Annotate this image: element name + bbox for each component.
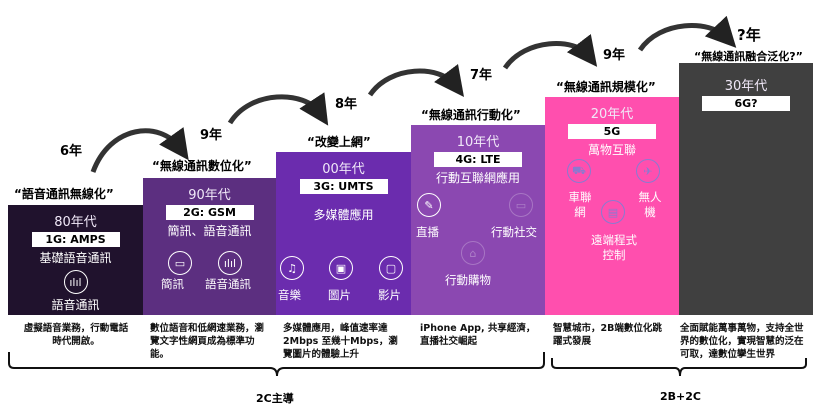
image-icon: ▣ bbox=[329, 256, 353, 280]
interval-1: 6年 bbox=[60, 144, 83, 159]
message-icon: ▭ bbox=[168, 251, 192, 275]
remote-control-icon: ▤ bbox=[601, 200, 625, 224]
voice-wave-icon: ılıl bbox=[63, 270, 88, 294]
era-label: 10年代 bbox=[456, 135, 500, 150]
voice-wave-icon: ılıl bbox=[218, 251, 242, 275]
era-label: 00年代 bbox=[322, 162, 365, 177]
icon-label: 語音通訊 bbox=[51, 298, 100, 312]
gen3-headline: “改變上網” bbox=[307, 135, 371, 149]
car-icon: ⛟ bbox=[567, 159, 591, 183]
gen1-headline: “語音通訊無線化” bbox=[14, 187, 114, 201]
era-label: 80年代 bbox=[54, 215, 97, 230]
icon-label: 直播 bbox=[416, 225, 439, 239]
interval-2: 9年 bbox=[200, 128, 223, 143]
gen-3g-card: 00年代 3G: UMTS 多媒體應用 ♫ ▣ ▢ 音樂 圖片 影片 bbox=[276, 152, 411, 315]
arrow-2 bbox=[227, 92, 329, 126]
icon-label: 影片 bbox=[378, 288, 401, 302]
arrow-3 bbox=[367, 63, 465, 97]
gen-5g-card: 20年代 5G 萬物互聯 ⛟ ✈ ▤ 車聯網 無人機 遠端程式控制 bbox=[545, 97, 679, 315]
gen-tag: 2G: GSM bbox=[165, 205, 254, 220]
gen6-headline: “無線通訊融合泛化?” bbox=[694, 50, 803, 63]
gen-subtitle: 萬物互聯 bbox=[587, 143, 636, 157]
brace-label-2b2c: 2B+2C bbox=[660, 390, 701, 403]
arrow-5 bbox=[637, 15, 737, 52]
gen-4g-card: 10年代 4G: LTE 行動互聯網應用 ✎ ▭ ⌂ 直播 行動社交 行動購物 bbox=[411, 125, 545, 315]
era-label: 20年代 bbox=[590, 107, 634, 122]
icon-label: 無人機 bbox=[638, 190, 662, 219]
brace-2b2c bbox=[551, 358, 807, 377]
icon-label: 音樂 bbox=[278, 288, 301, 302]
gen-2g-card: 90年代 2G: GSM 簡訊、語音通訊 ▭ ılıl 簡訊 語音通訊 bbox=[143, 178, 276, 315]
gen-subtitle: 多媒體應用 bbox=[313, 208, 374, 222]
arrow-4 bbox=[502, 33, 598, 70]
arrow-1 bbox=[90, 127, 189, 173]
gen2-description: 數位語音和低網速業務，瀏覽文字性網頁成為標準功能。 bbox=[150, 323, 265, 360]
brace-2c bbox=[8, 352, 545, 377]
brace-label-2c: 2C主導 bbox=[256, 392, 294, 405]
interval-3: 8年 bbox=[335, 97, 358, 112]
interval-4: 7年 bbox=[470, 68, 493, 83]
gen-tag: 6G? bbox=[702, 96, 790, 111]
plane-icon: ✈ bbox=[636, 159, 660, 183]
chat-icon: ▭ bbox=[509, 193, 533, 217]
gen-tag: 4G: LTE bbox=[434, 152, 522, 167]
gen-subtitle: 基礎語音通訊 bbox=[39, 251, 112, 265]
gen6-description: 全面賦能萬事萬物，支持全世界的數位化，實現智慧的泛在可取，達數位孿生世界 bbox=[680, 323, 804, 360]
interval-5: 9年 bbox=[603, 48, 626, 63]
shopping-bag-icon: ⌂ bbox=[461, 241, 485, 265]
gen-tag: 3G: UMTS bbox=[299, 179, 388, 194]
icon-label: 行動購物 bbox=[445, 273, 491, 287]
gen2-headline: “無線通訊數位化” bbox=[152, 159, 252, 173]
gen5-headline: “無線通訊規模化” bbox=[556, 80, 656, 94]
gen-subtitle: 行動互聯網應用 bbox=[435, 171, 520, 185]
gen-6g-card: 30年代 6G? bbox=[679, 63, 813, 315]
icon-label: 圖片 bbox=[328, 288, 351, 302]
gen-tag: 1G: AMPS bbox=[31, 232, 120, 247]
gen1-description: 虛擬語音業務，行動電話時代開啟。 bbox=[23, 323, 129, 347]
gen4-description: iPhone App, 共享經濟，直播社交崛起 bbox=[420, 323, 536, 347]
music-icon: ♫ bbox=[280, 256, 304, 280]
microphone-icon: ✎ bbox=[417, 193, 441, 217]
gen4-headline: “無線通訊行動化” bbox=[421, 108, 521, 122]
gen5-description: 智慧城市，2B端數位化跳躍式發展 bbox=[553, 323, 662, 347]
interval-6: ?年 bbox=[737, 26, 761, 44]
icon-label: 簡訊 bbox=[161, 277, 184, 291]
icon-label: 行動社交 bbox=[491, 225, 537, 239]
video-icon: ▢ bbox=[379, 256, 403, 280]
icon-label: 車聯網 bbox=[568, 190, 592, 219]
era-label: 30年代 bbox=[724, 79, 768, 94]
icon-label: 語音通訊 bbox=[205, 277, 251, 291]
gen3-description: 多媒體應用，峰值速率達2Mbps 至幾十Mbps，瀏覽圖片的體驗上升 bbox=[283, 323, 398, 360]
gen-subtitle: 簡訊、語音通訊 bbox=[167, 224, 252, 238]
icon-label: 遠端程式控制 bbox=[591, 233, 637, 262]
gen-tag: 5G bbox=[568, 124, 656, 139]
gen-1g-card: 80年代 1G: AMPS 基礎語音通訊 ılıl 語音通訊 bbox=[8, 205, 143, 315]
era-label: 90年代 bbox=[188, 188, 231, 203]
